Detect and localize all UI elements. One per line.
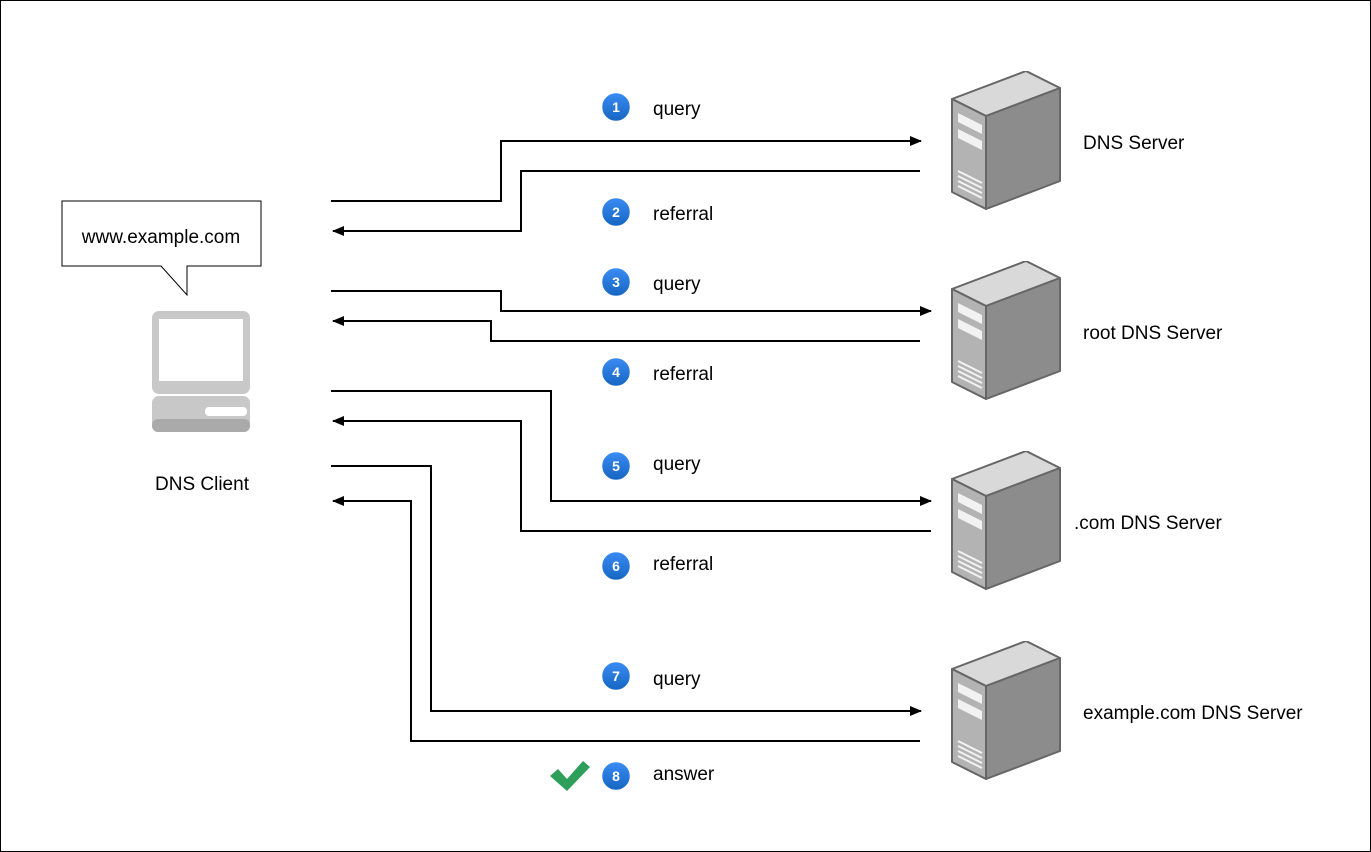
step-badge [600,660,632,692]
step-4: 4 referral [600,356,713,388]
server-tower-icon [951,451,1061,590]
step-number: 6 [612,558,620,574]
step-label: referral [653,204,713,225]
step-6: 6 referral [600,550,713,582]
step-badge [600,356,632,388]
step-badge [600,760,632,792]
arrow-query-3 [331,290,932,316]
server-label-example: example.com DNS Server [1083,703,1303,724]
server-label-dns: DNS Server [1083,133,1185,154]
client-label: DNS Client [155,474,250,495]
arrow-referral-6 [332,416,931,532]
step-7: 7 query [600,660,701,692]
step-3: 3 query [600,266,701,298]
server-tower-icon [951,71,1061,210]
step-label: query [653,454,701,475]
step-label: query [653,669,701,690]
server-tower-icon [951,641,1061,780]
step-number: 8 [612,768,620,784]
step-number: 4 [612,364,620,380]
step-8: 8 answer [600,760,715,792]
step-1: 1 query [600,91,701,123]
arrow-query-7 [331,465,922,716]
server-label-com: .com DNS Server [1074,513,1222,534]
arrow-query-1 [331,136,922,202]
arrow-query-5 [331,390,932,506]
step-number: 3 [612,274,620,290]
step-number: 2 [612,204,620,220]
step-2: 2 referral [600,196,713,228]
arrow-referral-4 [332,316,920,342]
step-5: 5 query [600,450,701,482]
step-number: 5 [612,458,620,474]
step-badge [600,550,632,582]
checkmark-icon [550,761,590,791]
step-label: answer [653,764,715,785]
step-label: referral [653,554,713,575]
step-badge [600,450,632,482]
server-tower-icon [951,261,1061,400]
step-badge [600,266,632,298]
arrow-referral-2 [332,170,920,236]
step-label: query [653,99,701,120]
step-number: 1 [612,99,620,115]
step-label: query [653,274,701,295]
step-number: 7 [612,668,620,684]
step-badge [600,196,632,228]
desktop-computer-icon [152,311,250,432]
step-label: referral [653,364,713,385]
callout-text: www.example.com [81,227,240,248]
callout-bubble [61,200,262,297]
arrow-answer-8 [332,496,920,742]
server-label-root: root DNS Server [1083,323,1223,344]
step-badge [600,91,632,123]
